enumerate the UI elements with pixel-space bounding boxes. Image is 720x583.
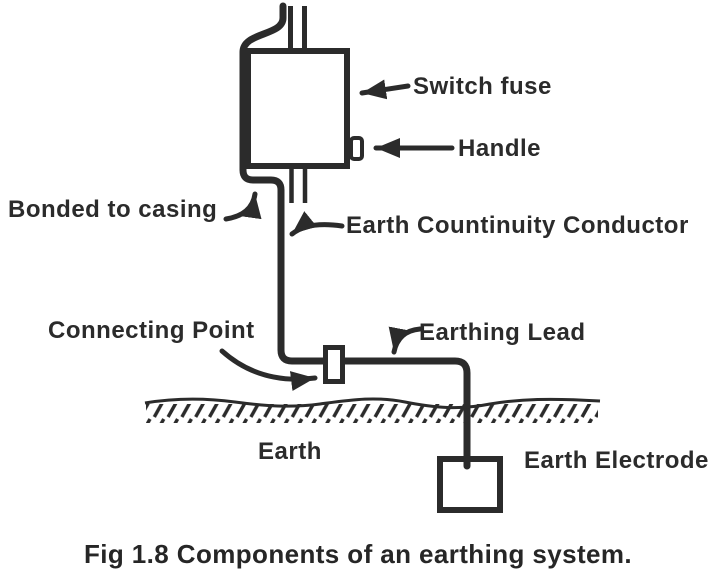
label-switch-fuse: Switch fuse bbox=[413, 73, 552, 100]
label-bonded-to-casing: Bonded to casing bbox=[8, 196, 218, 223]
earthing-lead-arrow bbox=[388, 326, 423, 355]
earth-hatching bbox=[146, 404, 598, 423]
earth-surface-line bbox=[144, 397, 601, 410]
bonded-to-casing-arrow bbox=[223, 191, 262, 222]
label-earthing-lead: Earthing Lead bbox=[419, 319, 586, 346]
earth-continuity-conductor-arrow bbox=[289, 211, 345, 237]
connecting-point-arrow bbox=[219, 348, 318, 391]
label-connecting-point: Connecting Point bbox=[48, 317, 255, 344]
label-earth-electrode: Earth Electrode bbox=[524, 447, 709, 474]
outgoing-cables bbox=[289, 167, 308, 203]
label-earth: Earth bbox=[258, 438, 322, 465]
figure-caption: Fig 1.8 Components of an earthing system… bbox=[84, 539, 633, 569]
label-earth-continuity-conductor: Earth Countinuity Conductor bbox=[346, 212, 689, 239]
switch-fuse-arrow bbox=[359, 79, 411, 100]
handle-shape bbox=[349, 136, 364, 161]
supply-cables bbox=[288, 6, 307, 48]
label-handle: Handle bbox=[458, 135, 542, 162]
switch-fuse-box bbox=[245, 48, 350, 169]
connecting-point-shape bbox=[323, 345, 345, 384]
earth-conductor-path bbox=[239, 2, 471, 471]
